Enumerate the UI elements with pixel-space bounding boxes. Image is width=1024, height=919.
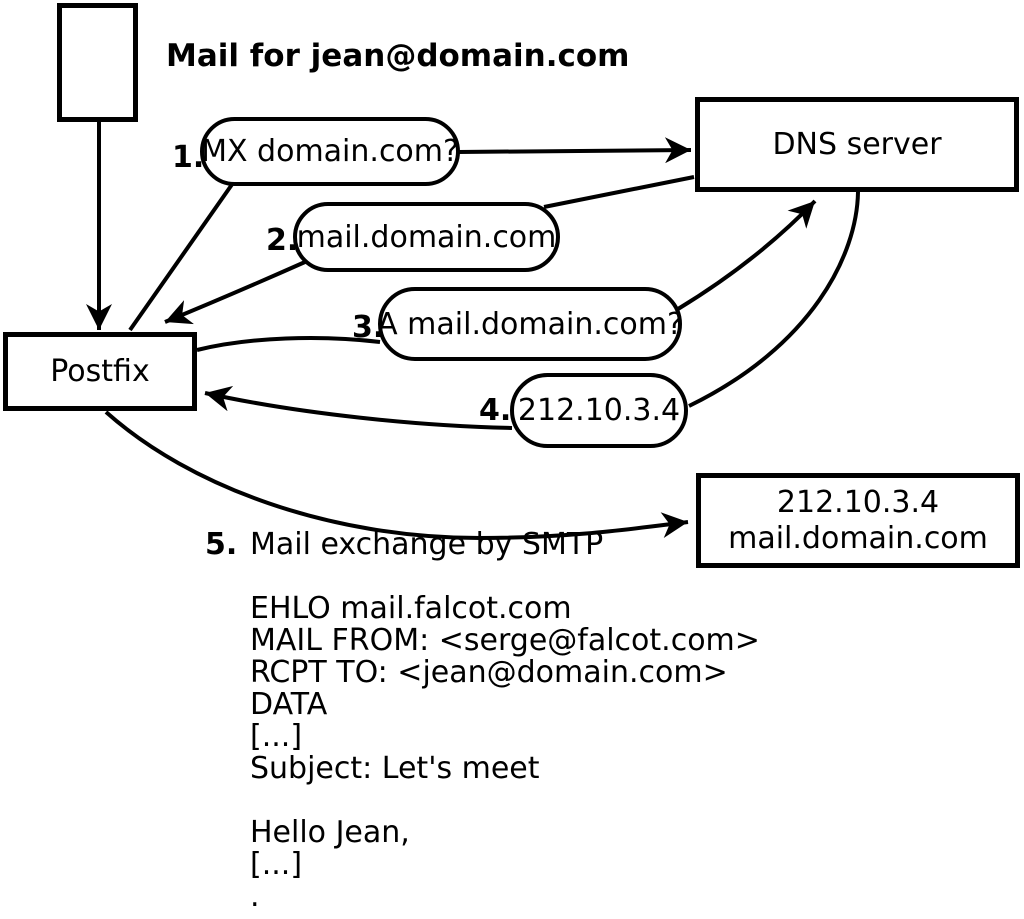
bubble-mx-query-text: MX domain.com? xyxy=(201,134,459,169)
arrow-mx-answer-to-postfix xyxy=(164,260,306,325)
postfix-label: Postfix xyxy=(50,353,150,389)
smtp-transcript: EHLO mail.falcot.com MAIL FROM: <serge@f… xyxy=(250,591,760,914)
line-postfix-to-mx-query xyxy=(128,181,235,332)
line-postfix-to-a-query xyxy=(196,336,381,352)
bubble-a-answer-text: 212.10.3.4 xyxy=(517,393,681,428)
arrow-a-answer-to-postfix xyxy=(204,385,513,430)
line-dns-to-mx-answer xyxy=(543,175,695,209)
bubble-a-answer: 212.10.3.4 xyxy=(510,373,688,448)
bubble-a-query: A mail.domain.com? xyxy=(377,287,683,361)
bubble-mx-query: MX domain.com? xyxy=(200,117,460,186)
bubble-mx-answer: mail.domain.com xyxy=(293,202,560,272)
diagram-title: Mail for jean@domain.com xyxy=(166,38,630,74)
step-number-3: 3. xyxy=(352,310,385,345)
step-5-label: Mail exchange by SMTP xyxy=(250,527,604,562)
mail-host-node: 212.10.3.4 mail.domain.com xyxy=(696,473,1020,568)
mail-host-ip: 212.10.3.4 xyxy=(776,484,940,520)
step-number-2: 2. xyxy=(266,223,299,258)
dns-server-node: DNS server xyxy=(695,97,1019,192)
step-number-5: 5. xyxy=(205,527,238,562)
bubble-mx-answer-text: mail.domain.com xyxy=(296,219,557,255)
step-number-1: 1. xyxy=(172,140,205,175)
dns-server-label: DNS server xyxy=(772,126,942,162)
postfix-node: Postfix xyxy=(3,332,197,411)
bubble-a-query-text: A mail.domain.com? xyxy=(377,306,683,342)
arrow-mx-query-to-dns xyxy=(457,137,692,164)
line-dns-to-a-answer xyxy=(688,191,860,408)
step-number-4: 4. xyxy=(479,393,512,428)
arrow-postfix-to-mailhost-smtp xyxy=(104,410,689,541)
mail-host-name: mail.domain.com xyxy=(728,520,988,556)
arrow-a-query-to-dns xyxy=(676,199,817,311)
mail-message-node xyxy=(57,3,138,122)
